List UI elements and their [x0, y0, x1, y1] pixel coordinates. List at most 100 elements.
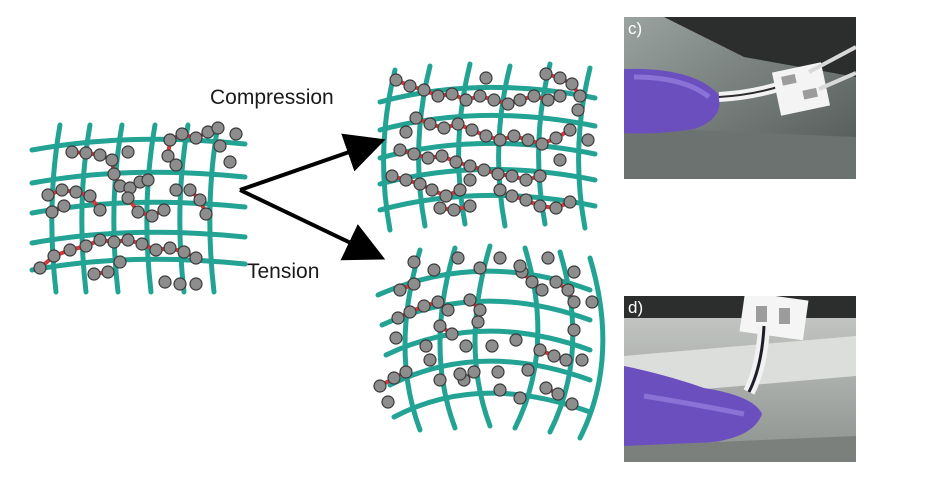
particle: [449, 155, 463, 169]
fiber-strand: [437, 245, 458, 431]
particle: [83, 189, 97, 203]
particle: [189, 277, 203, 291]
particle: [121, 145, 135, 159]
particle: [493, 383, 507, 397]
particle: [391, 311, 405, 325]
particle: [485, 339, 499, 353]
particle: [87, 267, 101, 281]
particle: [535, 137, 549, 151]
particle: [199, 207, 213, 221]
particle: [41, 188, 55, 202]
fiber-strand: [577, 255, 606, 441]
tension-arrow: [239, 188, 386, 261]
particle: [433, 373, 447, 387]
particle: [521, 363, 535, 377]
particle: [491, 167, 505, 181]
particle: [509, 333, 523, 347]
compression-arrow: [239, 133, 386, 192]
particle: [581, 133, 595, 147]
particle: [393, 143, 407, 157]
particle: [527, 89, 541, 103]
particle: [223, 155, 237, 169]
particle: [189, 251, 203, 265]
fiber-strand: [29, 256, 248, 273]
particle: [57, 199, 71, 213]
particle: [141, 173, 155, 187]
particle: [563, 195, 577, 209]
particle: [93, 233, 107, 247]
particle: [158, 275, 172, 289]
particle: [561, 283, 575, 297]
particle: [535, 283, 549, 297]
particle: [407, 255, 421, 269]
particle: [553, 89, 567, 103]
particle: [55, 183, 69, 197]
particle: [213, 139, 227, 153]
panel-d-label: d): [628, 298, 644, 317]
particle: [407, 147, 421, 161]
particle: [381, 395, 395, 409]
particle: [487, 93, 501, 107]
relaxed-network: [29, 121, 248, 295]
particle: [175, 127, 189, 141]
particle: [121, 191, 135, 205]
particle: [423, 117, 437, 131]
particle: [451, 117, 465, 131]
fiber-strand: [29, 229, 248, 246]
particle: [493, 183, 507, 197]
particle: [145, 209, 159, 223]
particle: [435, 149, 449, 163]
particle: [541, 93, 555, 107]
particle: [459, 93, 473, 107]
particle: [427, 263, 441, 277]
particle: [409, 111, 423, 125]
particle: [547, 349, 561, 363]
particle: [135, 237, 149, 251]
particle: [491, 365, 505, 379]
particle: [413, 177, 427, 191]
particle: [393, 283, 407, 297]
particle: [549, 275, 563, 289]
particle: [79, 239, 93, 253]
particle: [525, 275, 539, 289]
fiber-strand: [576, 65, 593, 231]
particle: [513, 259, 527, 273]
particle: [387, 371, 401, 385]
particle: [445, 327, 459, 341]
particle: [403, 305, 417, 319]
particle: [373, 379, 387, 393]
fiber-strand: [144, 122, 158, 295]
particle: [193, 193, 207, 207]
fiber-strand: [391, 390, 593, 420]
particle: [501, 97, 515, 111]
particle: [149, 243, 163, 257]
particle: [161, 149, 175, 163]
photo-panel-c: c): [624, 17, 856, 179]
particle: [229, 127, 243, 141]
particle: [505, 169, 519, 183]
particle: [519, 193, 533, 207]
particle: [389, 73, 403, 87]
particle: [417, 83, 431, 97]
particle: [463, 293, 477, 307]
particle: [553, 71, 567, 85]
particle: [65, 145, 79, 159]
particle: [447, 203, 461, 217]
particle: [93, 203, 107, 217]
particle: [567, 295, 581, 309]
particle: [549, 131, 563, 145]
compression-label: Compression: [210, 86, 334, 109]
particle: [539, 67, 553, 81]
fiber-strand: [383, 328, 593, 358]
particle: [519, 173, 533, 187]
compressed-network: [377, 61, 598, 233]
particle: [189, 131, 203, 145]
particle: [419, 339, 433, 353]
particle: [477, 163, 491, 177]
particle: [575, 353, 589, 367]
particle: [563, 123, 577, 137]
particle: [45, 205, 59, 219]
particle: [463, 199, 477, 213]
particle: [513, 93, 527, 107]
fiber-strand: [377, 112, 598, 133]
